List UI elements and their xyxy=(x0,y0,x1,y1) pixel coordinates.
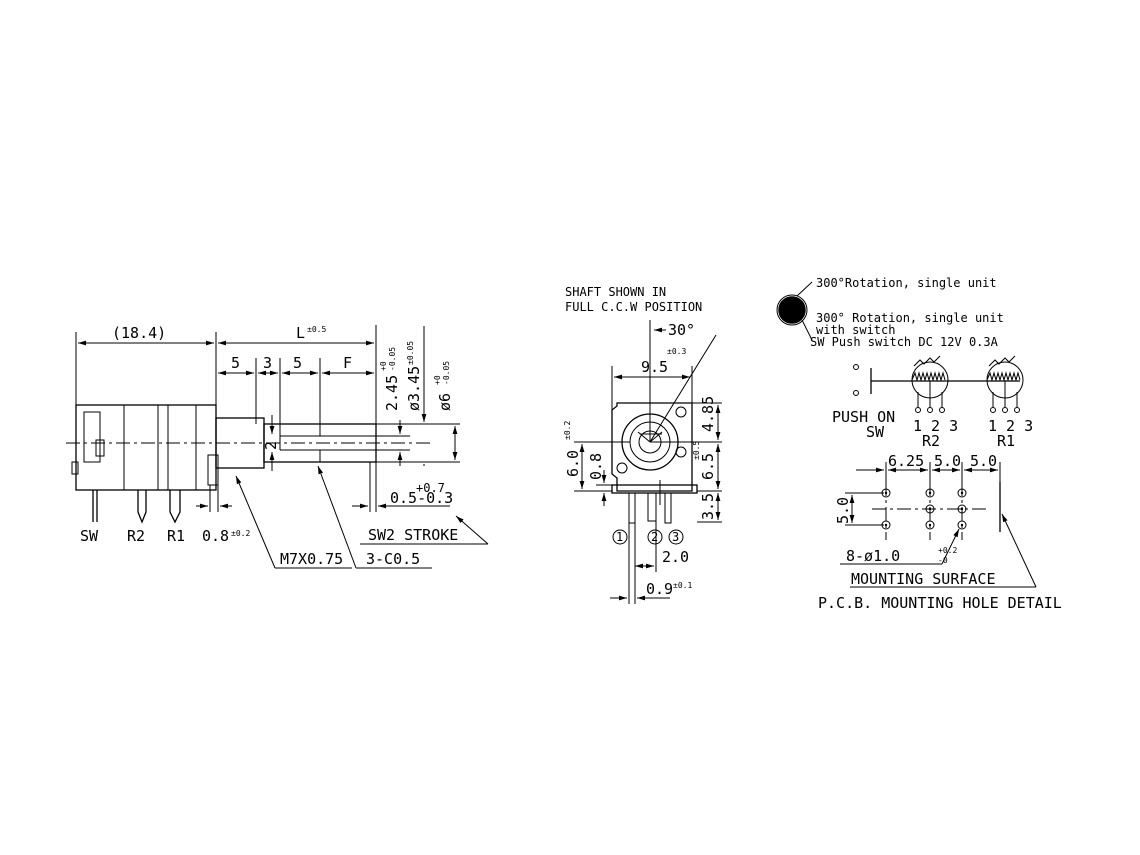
pin-label-sw: SW xyxy=(80,527,99,545)
pin-label-r2: R2 xyxy=(127,527,145,545)
dim-5-a: 5 xyxy=(231,354,240,372)
push-on-label: PUSH ON xyxy=(832,408,895,426)
holes-spec: 8-ø1.0 xyxy=(846,547,900,565)
schematic: PUSH ON SW 1 2 3 R2 1 2 3 R1 xyxy=(832,355,1033,450)
svg-text:-0.05: -0.05 xyxy=(442,361,451,385)
hole-grid xyxy=(872,482,990,540)
dim-overall-length: (18.4) xyxy=(112,324,166,342)
rotation-symbol xyxy=(778,296,806,324)
dim-5-0-a: 5.0 xyxy=(934,452,961,470)
terminal-1 xyxy=(628,492,636,524)
dim-0-8-front: 0.8 xyxy=(587,453,605,480)
svg-text:+0.2: +0.2 xyxy=(938,546,957,555)
front-view: SHAFT SHOWN IN FULL C.C.W POSITION 30° ±… xyxy=(563,285,722,604)
side-view: (18.4) L ±0.5 5 3 5 F 2 2.45 +0 xyxy=(66,324,489,569)
dim-0-8: 0.8 xyxy=(202,527,229,545)
dim-6-25: 6.25 xyxy=(888,452,924,470)
svg-text:±0.3: ±0.3 xyxy=(667,347,686,356)
dim-3-45: ø3.45 xyxy=(405,366,423,411)
svg-text:+0: +0 xyxy=(379,361,388,371)
svg-text:±0.5: ±0.5 xyxy=(307,325,326,334)
switch-contact-bottom xyxy=(853,390,859,396)
terminal-2 xyxy=(647,492,657,522)
pcb-detail-title: P.C.B. MOUNTING HOLE DETAIL xyxy=(818,594,1062,612)
switch-contact-top xyxy=(853,364,859,370)
svg-text:±0.5: ±0.5 xyxy=(692,441,701,460)
svg-text:+0: +0 xyxy=(433,375,442,385)
pin-number-3: 3 xyxy=(672,530,679,544)
note-line-2: FULL C.C.W POSITION xyxy=(565,300,702,314)
r2-pin-numbers: 1 2 3 xyxy=(913,417,958,435)
r2-label: R2 xyxy=(922,432,940,450)
dim-angle: 30° xyxy=(668,321,695,339)
dim-tol-07: +0.7 xyxy=(416,481,445,495)
dim-stroke-05: 0.5-0.3 xyxy=(390,489,453,507)
legend-with-switch: with switch xyxy=(816,323,895,337)
dim-3: 3 xyxy=(263,354,272,372)
r1-pin-numbers: 1 2 3 xyxy=(988,417,1033,435)
dim-2: 2 xyxy=(262,441,280,450)
pot-body xyxy=(75,404,217,491)
dim-5-b: 5 xyxy=(293,354,302,372)
dim-9-5: 9.5 xyxy=(641,358,668,376)
terminal-3 xyxy=(664,492,672,524)
legend-push-switch: SW Push switch DC 12V 0.3A xyxy=(810,335,999,349)
front-body xyxy=(611,402,693,492)
svg-text:±0.1: ±0.1 xyxy=(673,581,692,590)
svg-text:-0: -0 xyxy=(938,556,948,565)
dim-2-0: 2.0 xyxy=(662,548,689,566)
dim-5-0-vertical: 5.0 xyxy=(834,497,852,524)
dim-3-5: 3.5 xyxy=(699,493,717,520)
label-thread: M7X0.75 xyxy=(280,550,343,568)
dim-6: ø6 xyxy=(436,393,454,411)
note-line-1: SHAFT SHOWN IN xyxy=(565,285,666,299)
mounting-surface-label: MOUNTING SURFACE xyxy=(851,570,996,588)
dim-2-45: 2.45 xyxy=(383,375,401,411)
legend-rotation-switch: 300° Rotation, single unit xyxy=(816,311,1004,325)
pin-number-1: 1 xyxy=(616,530,623,544)
legend: 300°Rotation, single unit 300° Rotation,… xyxy=(776,276,1004,349)
dim-F: F xyxy=(343,354,352,372)
dim-0-9: 0.9 xyxy=(646,580,673,598)
dim-4-85: 4.85 xyxy=(699,396,717,432)
pcb-detail: 6.25 5.0 5.0 5.0 8-ø1.0 +0.2 -0 xyxy=(818,452,1062,612)
pin-label-r1: R1 xyxy=(167,527,185,545)
svg-text:-0.05: -0.05 xyxy=(388,347,397,371)
legend-rotation-single: 300°Rotation, single unit xyxy=(816,276,997,290)
svg-text:±0.2: ±0.2 xyxy=(563,421,572,440)
label-chamfer: 3-C0.5 xyxy=(366,550,420,568)
pin-number-2: 2 xyxy=(651,530,658,544)
svg-text:±0.2: ±0.2 xyxy=(231,529,250,538)
label-sw2-stroke: SW2 STROKE xyxy=(368,526,458,544)
dim-5-0-b: 5.0 xyxy=(970,452,997,470)
r1-label: R1 xyxy=(997,432,1015,450)
switch-label: SW xyxy=(866,423,885,441)
dim-6-5: 6.5 xyxy=(699,453,717,480)
dim-6-0: 6.0 xyxy=(564,450,582,477)
dim-shaft-length: L xyxy=(296,324,305,342)
svg-text:±0.05: ±0.05 xyxy=(406,341,415,365)
